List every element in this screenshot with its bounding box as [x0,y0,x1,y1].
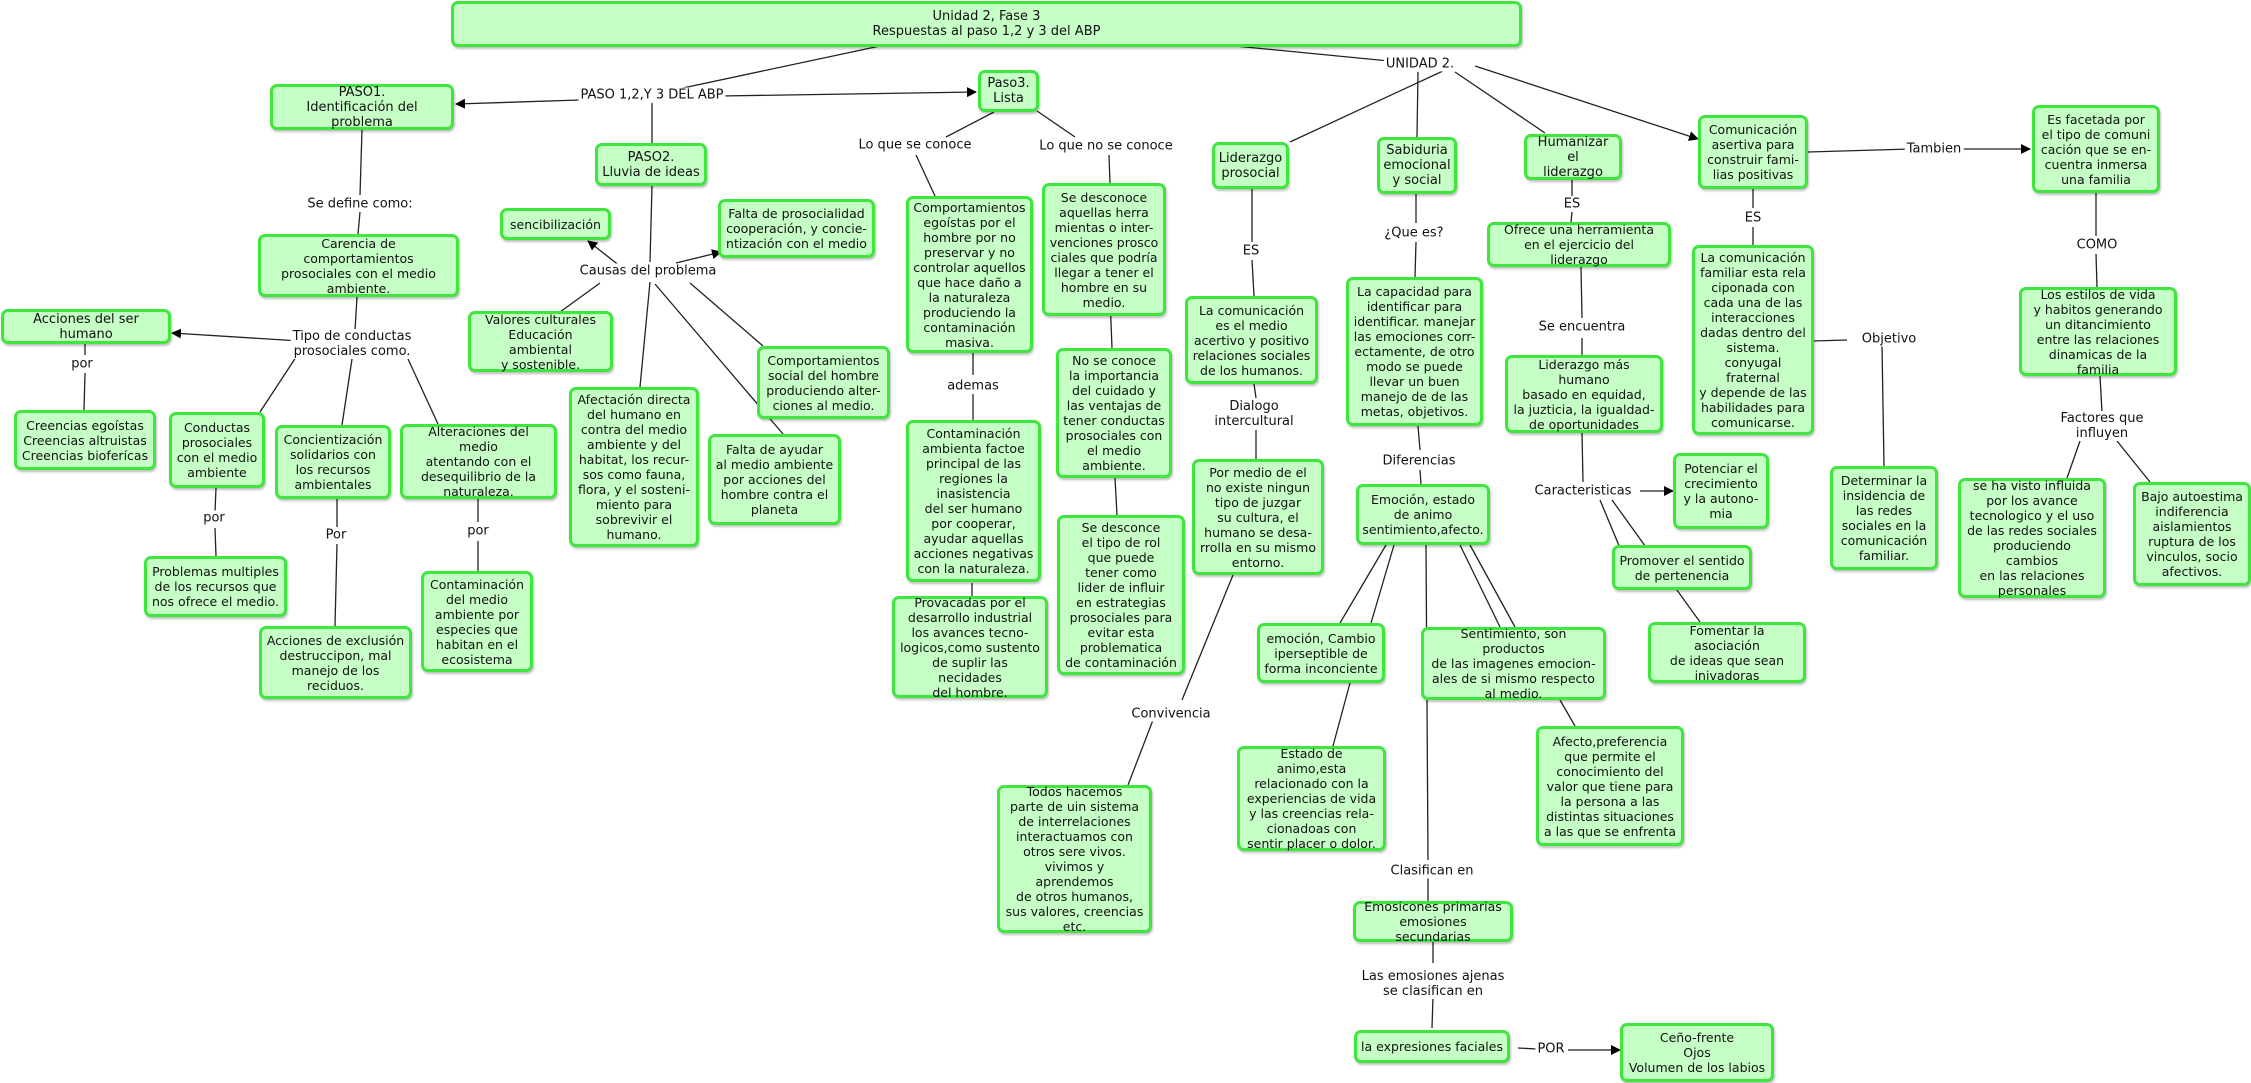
emosiones-node[interactable]: Emosicones primarias emosiones secundari… [1353,899,1513,944]
sencibilizacion-node[interactable]: sencibilización [500,208,611,240]
label-que-es: ¿Que es? [1382,225,1446,241]
emocion-cambio-node[interactable]: emoción, Cambio iperseptible de forma in… [1257,623,1385,683]
potenciar-node[interactable]: Potenciar el crecimiento y la autono- mi… [1673,453,1769,529]
capacidad-node[interactable]: La capacidad para identificar para ident… [1346,277,1483,426]
paso2-node[interactable]: PASO2. Lluvia de ideas [595,143,707,186]
bajo-autoestima-node[interactable]: Bajo autoestima indiferencia aislamiento… [2133,482,2251,586]
provocadas-node[interactable]: Provacadas por el desarrollo industrial … [892,595,1048,700]
conductas-node[interactable]: Conductas prosociales con el medio ambie… [169,412,265,488]
creencias-node[interactable]: Creencias egoístas Creencias altruistas … [14,410,156,470]
contaminacion-ambienta-node[interactable]: Contaminación ambienta factoe principal … [906,420,1041,582]
concienciacion-node[interactable]: Concientización solidarios con los recur… [275,425,391,499]
contaminacion-medio-node[interactable]: Contaminación del medio ambiente por esp… [421,571,533,672]
problemas-node[interactable]: Problemas multiples de los recursos que … [144,556,287,617]
label-paso-abp: PASO 1,2,Y 3 DEL ABP [578,87,726,103]
label-diferencias: Diferencias [1380,453,1458,469]
label-lo-que-se-conoce: Lo que se conoce [856,137,974,153]
falta-ayudar-node[interactable]: Falta de ayudar al medio ambiente por ac… [708,434,841,525]
alteraciones-node[interactable]: Alteraciones del medio atentando con el … [400,424,557,499]
label-por-1: por [69,356,95,372]
no-se-conoce-node[interactable]: No se conoce la importancia del cuidado … [1056,348,1172,478]
humanizar-node[interactable]: Humanizar el liderazgo [1524,134,1622,180]
label-dialogo: Dialogo intercultural [1212,399,1296,429]
afectacion-node[interactable]: Afectación directa del humano en contra … [569,387,699,547]
desconoce-herramientas-node[interactable]: Se desconoce aquellas herra mientas o in… [1042,183,1166,316]
determinar-node[interactable]: Determinar la insidencia de las redes so… [1830,466,1938,570]
label-emociones-ajenas: Las emosiones ajenas se clasifican en [1359,969,1507,999]
label-ademas: ademas [945,378,1001,394]
afecto-node[interactable]: Afecto,preferencia que permite el conoci… [1536,726,1684,846]
acciones-ser-humano-node[interactable]: Acciones del ser humano [1,309,171,344]
todos-hacemos-node[interactable]: Todos hacemos parte de uin sistema de in… [997,784,1152,934]
ofrece-herramienta-node[interactable]: Ofrece una herramienta en el ejercicio d… [1487,222,1671,267]
sentimiento-node[interactable]: Sentimiento, son productos de las imagen… [1421,626,1606,701]
comunicacion-medio-node[interactable]: La comunicación es el medio acertivo y p… [1185,296,1318,384]
sabiduria-node[interactable]: Sabiduria emocional y social [1377,137,1457,194]
emocion-estado-node[interactable]: Emoción, estado de animo sentimiento,afe… [1356,484,1490,545]
comportamientos-egoistas-node[interactable]: Comportamientos egoístas por el hombre p… [906,196,1033,353]
label-por-4: por [465,523,491,539]
label-es-3: ES [1742,210,1764,226]
comunicacion-asertiva-node[interactable]: Comunicación asertiva para construir fam… [1698,115,1808,189]
label-se-define: Se define como: [305,196,415,212]
root-title-node[interactable]: Unidad 2, Fase 3 Respuestas al paso 1,2 … [451,1,1522,47]
estilos-vida-node[interactable]: Los estilos de vida y habitos generando … [2019,287,2177,377]
label-causas: Causas del problema [577,263,719,279]
exclusion-node[interactable]: Acciones de exclusión destruccipon, mal … [259,626,412,699]
expresiones-faciales-node[interactable]: la expresiones faciales [1354,1030,1510,1063]
paso3-node[interactable]: Paso3. Lista [978,70,1039,112]
label-tipo-conductas: Tipo de conductas prosociales como. [290,329,414,359]
label-como: COMO [2074,237,2120,253]
label-clasifican: Clasifican en [1388,863,1476,879]
label-objetivo: Objetivo [1859,331,1919,347]
liderazgo-prosocial-node[interactable]: Liderazgo prosocial [1212,142,1289,189]
label-tambien: Tambien [1904,141,1964,157]
label-unidad2: UNIDAD 2. [1383,56,1457,72]
comunicacion-familiar-node[interactable]: La comunicación familiar esta rela cipon… [1692,245,1814,435]
label-es-2: ES [1561,196,1583,212]
desconoce-rol-node[interactable]: Se desconce el tipo de rol que puede ten… [1057,515,1185,675]
influida-node[interactable]: se ha visto influida por los avance tecn… [1958,478,2106,598]
falta-prosocialidad-node[interactable]: Falta de prosocialidad cooperación, y co… [718,199,875,258]
paso1-node[interactable]: PASO1. Identificación del problema [270,84,454,130]
label-por-3: Por [323,527,349,543]
label-factores: Factores que influyen [2058,411,2146,441]
comportamientos-social-node[interactable]: Comportamientos social del hombre produc… [757,346,890,419]
cenofrente-node[interactable]: Ceño-frente Ojos Volumen de los labios [1620,1023,1774,1082]
facetada-node[interactable]: Es facetada por el tipo de comuni cación… [2032,105,2160,193]
liderazgo-humano-node[interactable]: Liderazgo más humano basado en equidad, … [1505,355,1663,433]
label-por-2: por [201,510,227,526]
fomentar-node[interactable]: Fomentar la asociación de ideas que sean… [1648,622,1806,683]
carencia-node[interactable]: Carencia de comportamientos prosociales … [258,234,459,297]
label-convivencia: Convivencia [1129,706,1213,722]
label-es-1: ES [1240,243,1262,259]
label-caracteristicas: Caracteristicas [1532,483,1634,499]
label-se-encuentra: Se encuentra [1536,319,1628,335]
promover-node[interactable]: Promover el sentido de pertenencia [1612,545,1752,590]
valores-node[interactable]: Valores culturales Educación ambiental y… [468,311,613,372]
estado-animo-node[interactable]: Estado de animo,esta relacionado con la … [1237,746,1386,851]
label-lo-que-no-se-conoce: Lo que no se conoce [1037,138,1175,154]
por-medio-node[interactable]: Por medio de el no existe ningun tipo de… [1192,459,1324,575]
label-por-final: POR [1535,1041,1567,1057]
